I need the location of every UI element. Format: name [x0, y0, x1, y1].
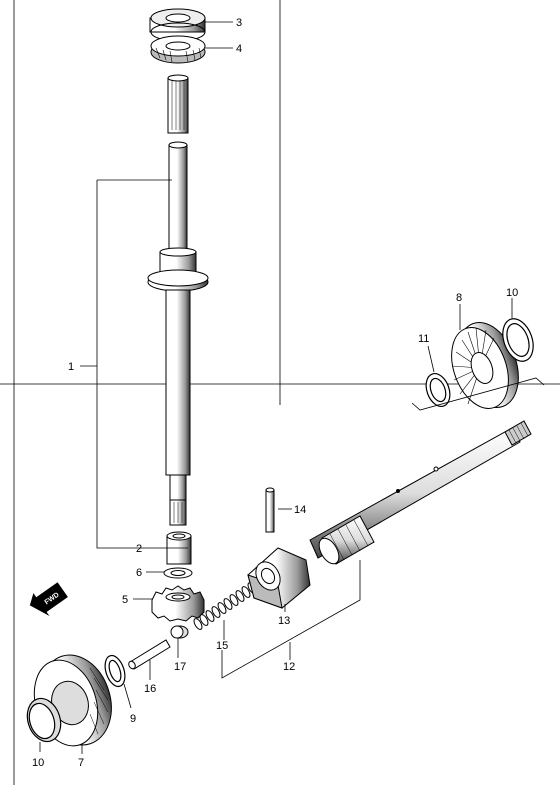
leader-lines: [39, 21, 513, 754]
part-10-washer-upper: [502, 318, 534, 362]
callout-5: 5: [122, 594, 128, 606]
shaft-upper-section: [168, 144, 188, 251]
callout-13: 13: [278, 615, 290, 627]
part-12-propeller-shaft: [309, 420, 532, 565]
callout-15: 15: [216, 640, 228, 652]
callout-labels: 3 4 1 2 6 5 17 16 14 13 15 12 8 10 11 9 …: [32, 17, 518, 769]
callout-1: 1: [68, 361, 74, 373]
part-2-bushing: [166, 531, 192, 565]
part-16-pin: [128, 639, 171, 670]
part-11-shim: [425, 372, 451, 408]
bracket-1: [96, 180, 168, 549]
shaft-lower-section: [165, 289, 191, 476]
part-9-shim: [104, 654, 126, 688]
callout-11: 11: [418, 333, 429, 345]
callout-9: 9: [130, 713, 136, 725]
part-17-bushing: [170, 625, 189, 639]
part-8-forward-gear: [451, 322, 519, 409]
callout-3: 3: [236, 17, 242, 29]
callout-10-upper: 10: [506, 287, 518, 299]
callout-7: 7: [78, 757, 84, 769]
part-14-pin: [265, 487, 275, 533]
callout-6: 6: [136, 567, 142, 579]
callout-14: 14: [294, 504, 306, 516]
break-line: [411, 377, 545, 411]
callout-4: 4: [236, 43, 242, 55]
fwd-direction-badge: FWD: [29, 582, 68, 617]
callout-2: 2: [136, 543, 142, 555]
callout-12: 12: [283, 661, 295, 673]
callout-8: 8: [456, 292, 462, 304]
drive-shaft: [147, 74, 209, 526]
shaft-top-spline: [167, 77, 189, 134]
part-3-washer: [149, 8, 206, 42]
part-10-washer-lower: [26, 697, 62, 743]
part-13-clutch: [247, 547, 311, 609]
part-6-shim: [163, 567, 193, 579]
part-4-thrust-bearing: [150, 35, 206, 64]
callout-10-lower: 10: [32, 757, 44, 769]
part-5-pinion-gear: [151, 585, 205, 622]
bracket-12: [221, 560, 361, 679]
callout-16: 16: [144, 683, 156, 695]
callout-17: 17: [174, 661, 186, 673]
